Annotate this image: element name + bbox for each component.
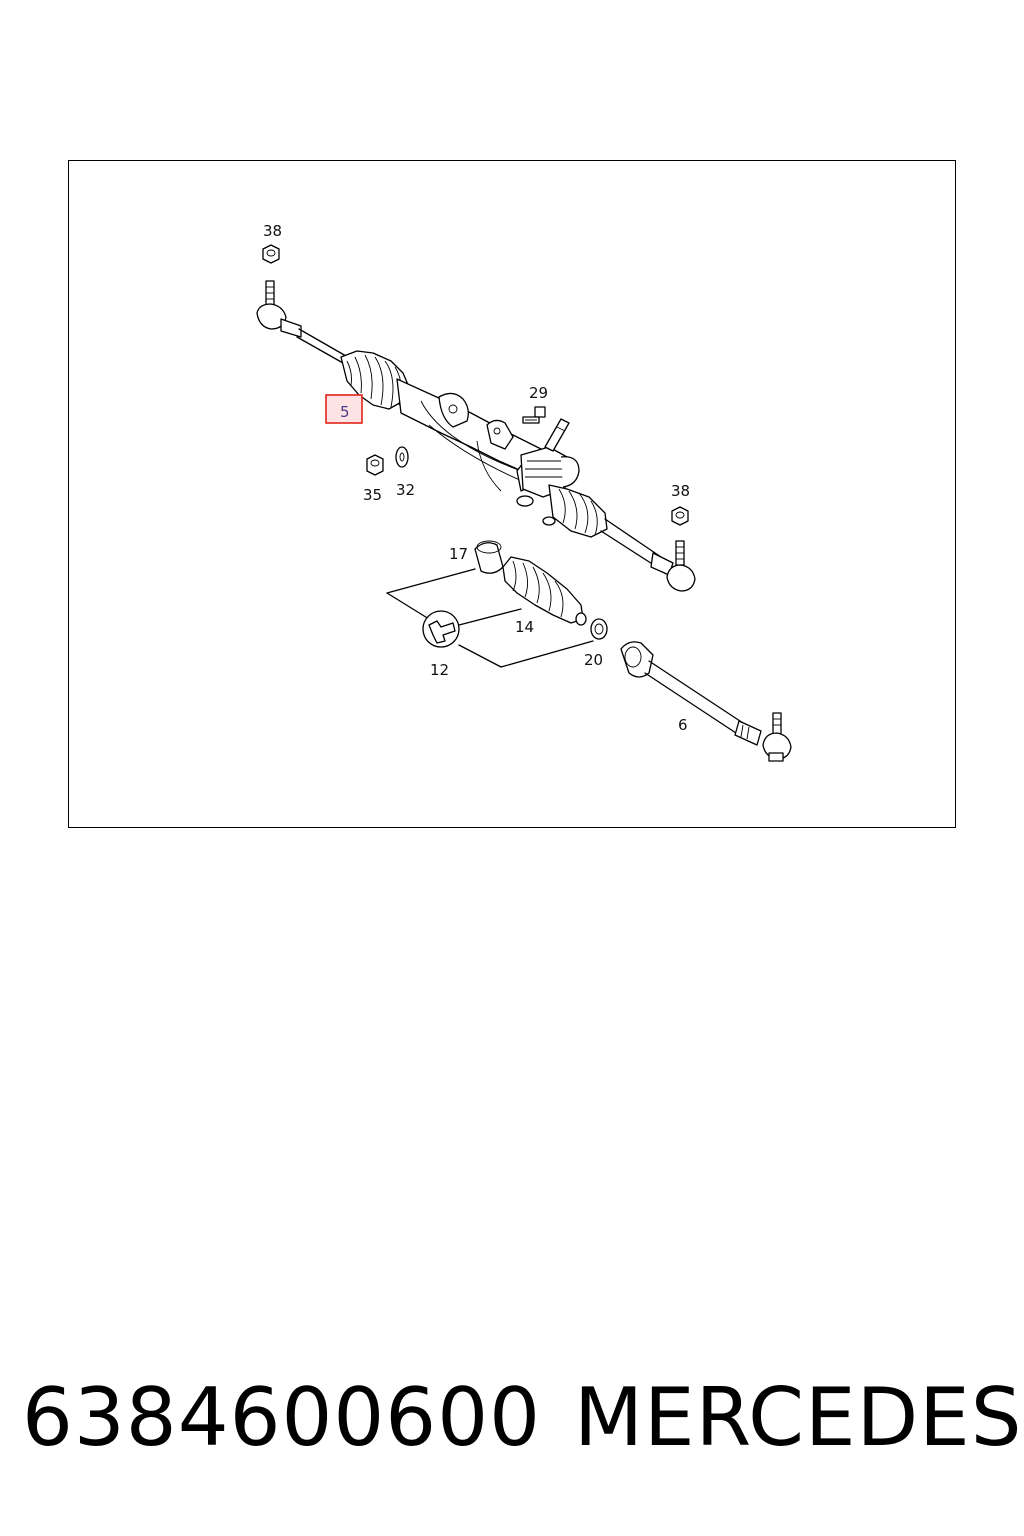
- bellows-right[interactable]: [548, 484, 608, 538]
- callout-14: 14: [515, 618, 534, 636]
- clamp-17[interactable]: [474, 540, 504, 574]
- bellows-14[interactable]: [502, 556, 587, 626]
- part-number: 6384600600: [22, 1371, 541, 1464]
- brand-name: MERCEDES: [574, 1371, 1023, 1464]
- washer-32[interactable]: [395, 446, 409, 468]
- nut-35[interactable]: [366, 454, 384, 476]
- diagram-frame: 38 29 5 35 32 38 17 14 12 20 6: [68, 160, 956, 828]
- ring-20[interactable]: [590, 618, 608, 640]
- callout-29: 29: [529, 384, 548, 402]
- kit-bracket-lines: [386, 568, 594, 668]
- callout-35: 35: [363, 486, 382, 504]
- tie-rod-end-left[interactable]: [256, 280, 302, 338]
- tie-rod-end-right[interactable]: [666, 540, 696, 592]
- bellows-left[interactable]: [340, 350, 410, 410]
- callout-17: 17: [449, 545, 468, 563]
- steering-gear-housing[interactable]: [396, 378, 580, 526]
- nut-38-right[interactable]: [671, 506, 689, 526]
- bolt-29[interactable]: [522, 406, 546, 424]
- callout-32: 32: [396, 481, 415, 499]
- callout-20: 20: [584, 651, 603, 669]
- tie-rod-6[interactable]: [620, 641, 792, 762]
- callout-6: 6: [678, 716, 688, 734]
- tool-12-icon[interactable]: [422, 610, 460, 648]
- callout-38-right: 38: [671, 482, 690, 500]
- callout-38-top: 38: [263, 222, 282, 240]
- tie-rod-right[interactable]: [600, 518, 674, 576]
- callout-5: 5: [340, 403, 350, 421]
- highlight-box: [325, 394, 363, 424]
- caption: 6384600600 MERCEDES: [0, 1368, 1024, 1468]
- nut-38-top[interactable]: [262, 244, 280, 264]
- tie-rod-left[interactable]: [296, 328, 347, 364]
- callout-5-highlight[interactable]: 5: [325, 394, 363, 424]
- parts-diagram: 38 29 5 35 32 38 17 14 12 20 6: [256, 222, 792, 762]
- callout-12: 12: [430, 661, 449, 679]
